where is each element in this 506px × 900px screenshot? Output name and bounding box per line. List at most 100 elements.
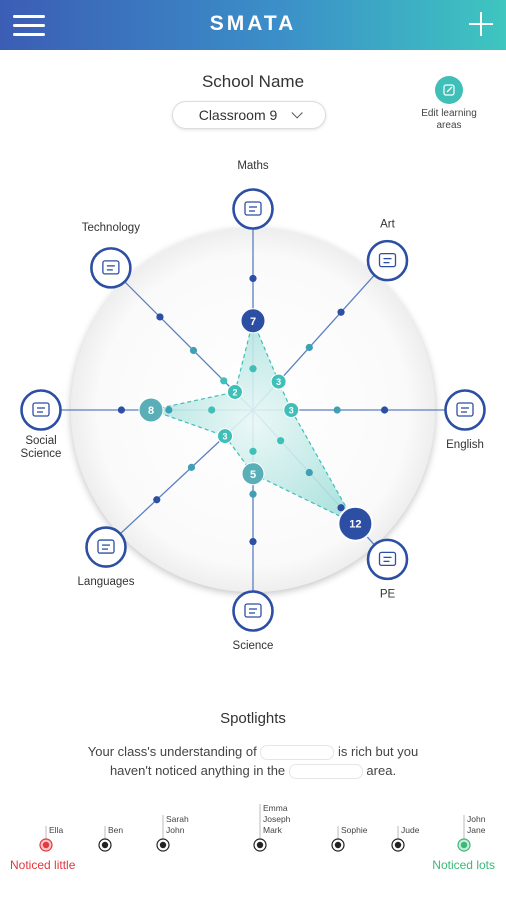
learning-area-maths-button[interactable] xyxy=(232,188,274,230)
learning-area-technology-button[interactable] xyxy=(90,247,132,289)
languages-icon xyxy=(97,539,115,554)
scale-dot-art-3 xyxy=(337,308,345,316)
scale-dot-english-2 xyxy=(333,406,341,414)
timeline-student-name: Ben xyxy=(108,825,123,835)
value-marker-art[interactable] xyxy=(270,373,287,390)
learning-area-science-button[interactable] xyxy=(232,590,274,632)
scale-dot-pe-1 xyxy=(277,437,285,445)
spotlights-message: Your class's understanding of is rich bu… xyxy=(40,742,466,780)
value-label-art: 3 xyxy=(276,377,281,387)
scale-dot-english-3 xyxy=(380,406,389,414)
spotlight-weak-area-blank xyxy=(288,764,363,780)
axis-label-pe: PE xyxy=(380,588,396,600)
scale-dot-maths-3 xyxy=(249,274,257,283)
axis-label-science: Science xyxy=(233,640,274,652)
scale-dot-technology-3 xyxy=(156,313,164,321)
timeline-student-name: Emma xyxy=(263,803,288,813)
timeline-group-1[interactable]: Ella xyxy=(39,825,63,852)
axis-label-technology: Technology xyxy=(82,222,140,234)
value-marker-languages[interactable] xyxy=(217,428,234,445)
learning-area-pe-button[interactable] xyxy=(366,538,409,581)
timeline-student-name: Ella xyxy=(49,825,63,835)
scale-dot-science-3 xyxy=(249,537,257,546)
scale-dot-technology-1 xyxy=(220,377,228,385)
add-icon[interactable] xyxy=(468,11,494,37)
value-marker-maths[interactable] xyxy=(240,308,266,334)
spotlight-strong-area-blank xyxy=(260,745,335,761)
value-marker-pe[interactable] xyxy=(337,505,374,542)
scale-dot-pe-3 xyxy=(337,504,345,512)
axis-label-maths: Maths xyxy=(237,160,269,172)
timeline-student-name: Sarah xyxy=(166,814,189,824)
timeline-group-5[interactable]: Sophie xyxy=(331,825,368,852)
timeline-group-2[interactable]: Ben xyxy=(98,825,123,852)
timeline-student-name: John xyxy=(166,825,185,835)
learning-area-languages-button[interactable] xyxy=(85,526,127,568)
spotlights-text-1: Your class's understanding of xyxy=(87,744,257,759)
value-marker-social-science[interactable] xyxy=(138,397,164,423)
timeline-student-name: Joseph xyxy=(263,814,291,824)
learning-area-art-button[interactable] xyxy=(366,239,409,282)
edit-learning-areas-button[interactable] xyxy=(435,76,463,104)
edit-learning-areas-label: Edit learning areas xyxy=(421,108,477,131)
value-label-social-science: 8 xyxy=(148,405,154,417)
scale-dot-art-2 xyxy=(305,343,313,352)
timeline-student-name: Jude xyxy=(401,825,420,835)
timeline-student-name: Sophie xyxy=(341,825,368,835)
classroom-select[interactable]: Classroom 9 xyxy=(172,101,326,129)
scale-dot-social-science-1 xyxy=(208,406,216,414)
pencil-icon xyxy=(443,84,455,96)
classroom-select-value: Classroom 9 xyxy=(198,107,278,123)
art-icon xyxy=(378,252,397,268)
edit-learning-areas: Edit learning areas xyxy=(412,76,486,132)
timeline-group-6[interactable]: Jude xyxy=(391,825,420,852)
scale-dot-science-2 xyxy=(249,490,257,498)
scale-dot-languages-2 xyxy=(187,463,196,471)
scale-dot-science-1 xyxy=(249,447,257,455)
noticed-little-label: Noticed little xyxy=(10,858,76,872)
value-label-technology: 2 xyxy=(232,387,237,397)
technology-icon xyxy=(102,260,120,275)
social-science-icon xyxy=(32,402,50,417)
value-marker-english[interactable] xyxy=(283,402,300,418)
scale-dot-social-science-3 xyxy=(117,406,126,414)
spotlights-title: Spotlights xyxy=(220,710,286,727)
scale-dot-technology-2 xyxy=(189,346,198,355)
radar-data-area xyxy=(148,318,357,526)
app-header: SMATA xyxy=(0,0,506,50)
menu-icon[interactable] xyxy=(13,13,45,37)
timeline-student-name: John xyxy=(467,814,486,824)
noticed-lots-label: Noticed lots xyxy=(432,858,495,872)
scale-dot-maths-1 xyxy=(249,365,257,373)
value-marker-technology[interactable] xyxy=(226,383,243,400)
value-label-pe: 12 xyxy=(349,519,361,531)
chevron-down-icon xyxy=(291,107,304,119)
value-label-english: 3 xyxy=(289,406,294,416)
spotlights-text-2: is rich but you xyxy=(338,744,419,759)
learning-area-english-button[interactable] xyxy=(444,389,486,431)
axis-label-english: English xyxy=(446,439,484,451)
science-icon xyxy=(244,603,262,618)
axis-label-languages: Languages xyxy=(78,576,135,588)
app-title: SMATA xyxy=(209,12,297,35)
school-name: School Name xyxy=(201,72,305,91)
pe-icon xyxy=(378,551,397,567)
scale-dot-languages-3 xyxy=(153,496,161,504)
value-marker-science[interactable] xyxy=(241,462,265,486)
timeline-student-name: Mark xyxy=(263,825,283,835)
spotlights-text-3: haven't noticed anything in the xyxy=(109,763,286,778)
spotlights-text-4: area. xyxy=(366,763,397,778)
english-icon xyxy=(456,402,474,417)
value-label-maths: 7 xyxy=(250,316,256,328)
value-label-science: 5 xyxy=(250,469,256,481)
learning-area-social-science-button[interactable] xyxy=(20,389,62,431)
value-label-languages: 3 xyxy=(223,432,228,442)
scale-dot-social-science-2 xyxy=(165,406,173,414)
axis-label-art: Art xyxy=(380,219,396,231)
